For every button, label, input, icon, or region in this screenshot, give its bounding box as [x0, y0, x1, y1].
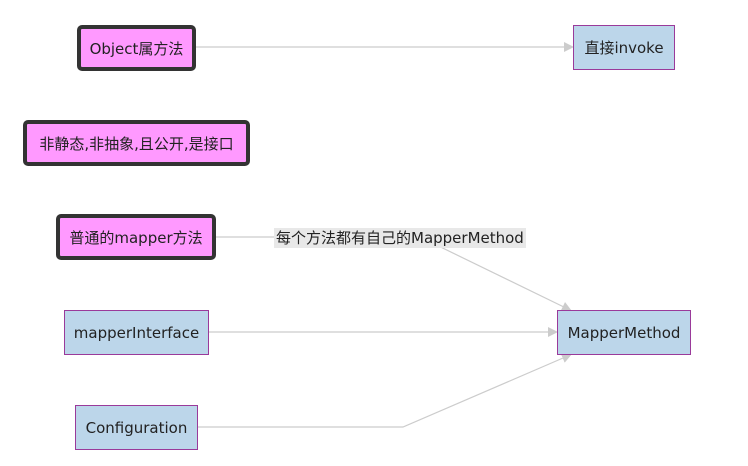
- node-normal-mapper-label: 普通的mapper方法: [69, 228, 203, 247]
- node-object-methods-label: Object属方法: [89, 39, 184, 58]
- node-configuration: Configuration: [75, 405, 198, 450]
- edge-configuration-to-mappermethod: [198, 353, 572, 428]
- node-mapper-interface: mapperInterface: [64, 310, 209, 355]
- node-non-static-label: 非静态,非抽象,且公开,是接口: [39, 134, 234, 153]
- node-mapper-method-label: MapperMethod: [567, 323, 681, 342]
- node-direct-invoke: 直接invoke: [573, 25, 675, 70]
- node-non-static: 非静态,非抽象,且公开,是接口: [23, 120, 250, 166]
- node-mapper-method: MapperMethod: [557, 310, 691, 355]
- node-configuration-label: Configuration: [85, 418, 188, 437]
- node-mapper-interface-label: mapperInterface: [73, 323, 200, 342]
- edge-label-each-method: 每个方法都有自己的MapperMethod: [274, 228, 526, 248]
- node-object-methods: Object属方法: [77, 25, 196, 71]
- node-normal-mapper: 普通的mapper方法: [56, 214, 216, 260]
- node-direct-invoke-label: 直接invoke: [584, 39, 664, 57]
